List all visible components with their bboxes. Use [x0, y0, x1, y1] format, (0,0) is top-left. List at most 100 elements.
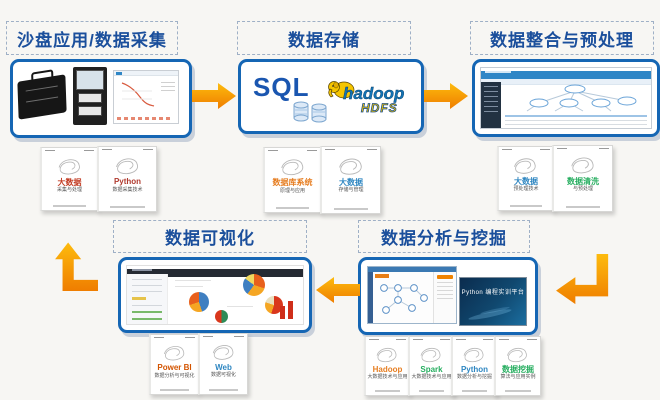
book-sketch-art [163, 346, 184, 361]
book-sketch-art [280, 159, 303, 176]
stage-collect-title: 沙盘应用/数据采集 [6, 21, 178, 55]
screenshot-toolbar [114, 71, 178, 76]
book-title: 数据库系统 [272, 178, 313, 188]
sandbox-case-image [17, 74, 67, 120]
book-series-bar [499, 147, 553, 152]
book-subtitle: 数据分析与挖掘 [456, 374, 492, 381]
pie-chart [265, 296, 283, 314]
book-series-bar [200, 334, 247, 339]
book-series-bar [322, 147, 380, 152]
arrow-storage-to-preprocess [424, 83, 468, 109]
database-cylinders-icon [293, 101, 327, 123]
book-title: Python [113, 177, 142, 187]
declining-curve-chart [121, 82, 155, 107]
book-title: 数据挖掘 [502, 365, 534, 375]
book-publisher-bar [374, 390, 401, 392]
hdfs-logo-text: HDFS [361, 101, 398, 116]
book-subtitle: 采集与处理 [56, 186, 82, 193]
bar-chart [280, 301, 293, 319]
book-publisher-bar [333, 208, 369, 210]
book-series-bar [99, 147, 156, 152]
python-screen-title: Python 编程实训平台 [461, 290, 525, 296]
device-slot [78, 93, 102, 103]
arrow-preprocess-to-analyze [556, 254, 609, 305]
book-subtitle: 与预处理 [572, 185, 593, 192]
arrow-visualize-to-collect [55, 242, 98, 292]
book-sketch-art [115, 158, 138, 175]
book-subtitle: 存储与管理 [338, 187, 364, 194]
book-title: Spark [420, 365, 443, 375]
book-cover: Power BI 数据分析与可视化 [149, 334, 199, 395]
book-title: 大数据 [514, 176, 538, 186]
book-sketch-art [338, 158, 362, 175]
book-title: 大数据 [57, 177, 82, 187]
screenshot-toolbar [481, 79, 651, 85]
sql-logo-text: SQL [253, 72, 310, 102]
book-cover: Hadoop 大数据技术与应用 [364, 336, 410, 396]
hadoop-elephant-icon [328, 81, 355, 99]
book-sketch-art [58, 159, 80, 175]
python-training-screen: Python 编程实训平台 [459, 277, 527, 326]
collector-device-image [73, 67, 107, 125]
device-slot [78, 106, 102, 116]
book-cover: 数据库系统 原理与应用 [263, 147, 321, 213]
book-cover: 大数据 采集与处理 [40, 147, 98, 211]
mining-tool-screenshot [367, 266, 457, 324]
book-series-bar [151, 335, 198, 340]
book-sketch-art [376, 347, 397, 363]
screenshot-left-rail [368, 272, 373, 323]
book-sketch-art [514, 158, 537, 174]
book-subtitle: 数据采集技术 [112, 186, 143, 193]
stage-preprocess-title: 数据整合与预处理 [470, 21, 654, 55]
dashboard-screenshot [126, 265, 304, 325]
stage-analyze-title: 数据分析与挖掘 [358, 220, 530, 253]
workflow-tree-chart [526, 84, 637, 112]
book-publisher-bar [110, 206, 145, 208]
book-subtitle: 大数据技术与应用 [367, 374, 408, 381]
book-title: 大数据 [339, 178, 363, 188]
book-series-bar [366, 337, 409, 342]
book-cover: 数据挖掘 算法与应用实例 [494, 336, 541, 396]
book-publisher-bar [509, 205, 543, 207]
dashboard-top-bar [127, 269, 303, 277]
book-cover: Python 数据采集技术 [97, 146, 157, 212]
screenshot-sidebar [481, 82, 501, 128]
arrow-analyze-to-visualize [316, 277, 360, 303]
screenshot-right-panel [433, 272, 456, 323]
stage-storage-panel: SQL hadoop [238, 59, 424, 134]
dashboard-sidebar [127, 274, 168, 324]
book-sketch-art [507, 347, 528, 363]
book-series-bar [554, 146, 612, 151]
screenshot-logo-chip [116, 72, 122, 75]
screenshot-legend [161, 79, 175, 94]
book-cover: 数据清洗 与预处理 [552, 145, 613, 212]
book-sketch-art [571, 157, 594, 174]
book-subtitle: 大数据技术与应用 [411, 374, 452, 381]
stage-analyze-panel: Python 编程实训平台 [358, 257, 538, 335]
book-series-bar [453, 337, 496, 342]
hadoop-logo-text: hadoop [343, 84, 405, 103]
dashboard-text-line [175, 286, 203, 287]
mining-workflow-nodes [380, 284, 428, 314]
book-title: 数据清洗 [567, 176, 599, 186]
book-publisher-bar [565, 206, 601, 208]
dashboard-text-line [175, 280, 211, 281]
book-subtitle: 预处理技术 [513, 186, 539, 193]
screenshot-result-rows [505, 112, 647, 125]
book-series-bar [410, 337, 453, 342]
etl-tool-screenshot [480, 67, 652, 129]
book-title: Web [215, 362, 232, 372]
screenshot-titlebar [368, 267, 456, 272]
collect-software-screenshot [113, 70, 179, 124]
pie-chart [243, 274, 265, 296]
pie-chart [215, 310, 228, 323]
book-publisher-bar [418, 390, 445, 392]
screenshot-header-bar [481, 71, 651, 79]
book-cover: 大数据 预处理技术 [497, 146, 554, 211]
book-publisher-bar [276, 207, 309, 209]
screenshot-data-marks [117, 117, 175, 120]
device-screen [76, 70, 104, 90]
stage-preprocess-panel [472, 59, 660, 137]
stage-visualize-title: 数据可视化 [113, 220, 307, 253]
